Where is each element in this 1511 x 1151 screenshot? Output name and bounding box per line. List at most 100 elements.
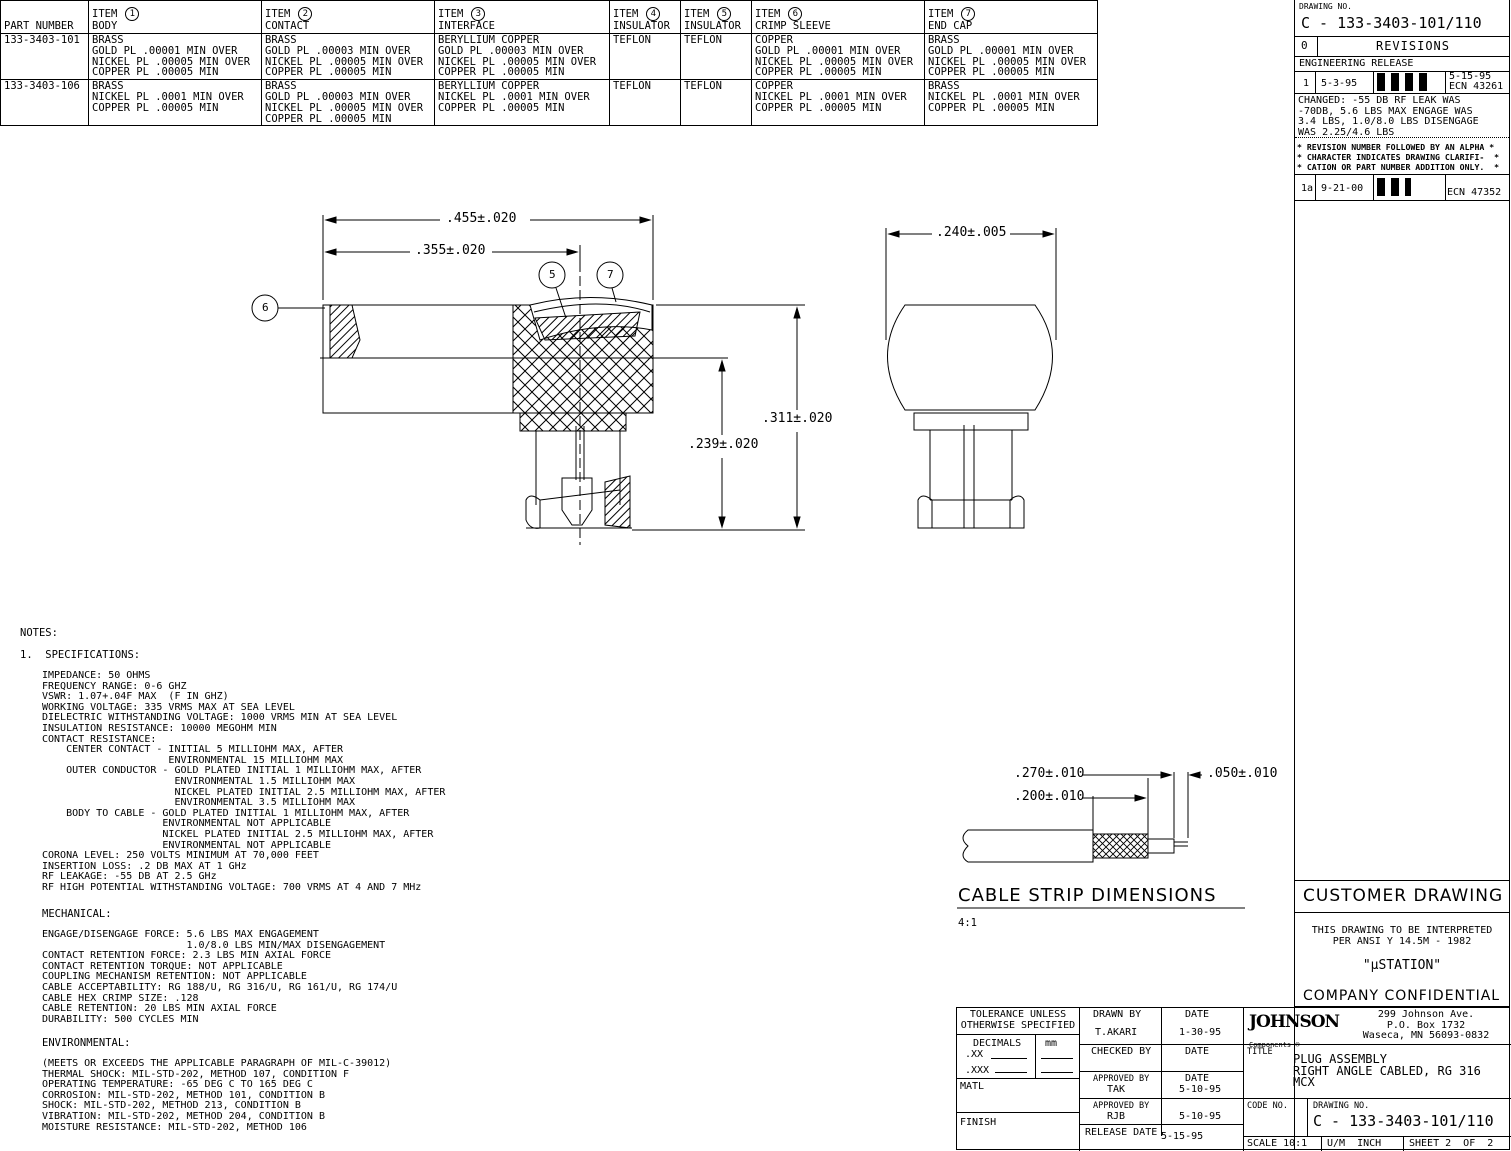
company-name: JOHNSON — [1249, 1012, 1340, 1032]
approved2-date: 5-10-95 — [1179, 1111, 1222, 1122]
material-label: MATL — [960, 1081, 985, 1092]
engineering-release: ENGINEERING RELEASE — [1299, 58, 1414, 69]
table-cell: BRASS NICKEL PL .0001 MIN OVER COPPER PL… — [924, 79, 1098, 127]
mm-label: mm — [1045, 1038, 1058, 1049]
balloon-5 — [538, 261, 566, 289]
approved2-label: APPROVED BY — [1093, 1101, 1150, 1111]
cable-strip-title: CABLE STRIP DIMENSIONS — [958, 885, 1217, 906]
notes-header: NOTES: — [20, 627, 58, 639]
table-row: 133-3403-101 BRASS GOLD PL .00001 MIN OV… — [0, 32, 1098, 81]
title-block: TOLERANCE UNLESS OTHERWISE SPECIFIED DEC… — [956, 1007, 1511, 1151]
cable-dim-1: .270±.010 — [1014, 766, 1085, 781]
dim-side-width: .240±.005 — [936, 225, 1007, 240]
scale-label: SCALE 10:1 — [1247, 1138, 1308, 1149]
approved1: TAK — [1107, 1084, 1126, 1095]
part-number-cell: 133-3403-106 — [0, 79, 89, 127]
drawn-date-label: DATE — [1185, 1009, 1210, 1020]
cable-strip-drawing — [962, 829, 1188, 863]
rev1-date: 5-3-95 — [1321, 78, 1358, 89]
approved2: RJB — [1107, 1111, 1126, 1122]
rev1-date2: 5-15-95 — [1449, 71, 1492, 82]
spec-header: 1. SPECIFICATIONS: — [20, 649, 141, 661]
finish-label: FINISH — [960, 1117, 997, 1128]
approved1-date: 5-10-95 — [1179, 1084, 1222, 1095]
rev1a-date: 9-21-00 — [1321, 183, 1364, 194]
release-date: 5-15-95 — [1161, 1131, 1204, 1142]
side-view — [887, 304, 1053, 529]
part-number-header: PART NUMBER — [0, 0, 89, 34]
table-cell: BRASS GOLD PL .00003 MIN OVER NICKEL PL … — [261, 32, 435, 81]
approved1-date-label: DATE — [1185, 1073, 1210, 1084]
electrical-specs: IMPEDANCE: 50 OHMS FREQUENCY RANGE: 0-6 … — [42, 670, 446, 893]
balloon-label-5: 5 — [549, 268, 556, 281]
balloon-label-7: 7 — [607, 268, 614, 281]
revision-column: DRAWING NO. C - 133-3403-101/110 0 REVIS… — [1294, 0, 1510, 1150]
table-cell: COPPER GOLD PL .00001 MIN OVER NICKEL PL… — [751, 32, 925, 81]
xxx-label: .XXX — [965, 1065, 990, 1076]
company-address: 299 Johnson Ave. P.O. Box 1732 Waseca, M… — [1362, 1009, 1490, 1042]
table-row: 133-3403-106 BRASS NICKEL PL .0001 MIN O… — [0, 79, 1098, 127]
rev1-num: 1 — [1303, 78, 1310, 89]
rev1a-initial-boxes — [1377, 178, 1411, 196]
environmental-header: ENVIRONMENTAL: — [42, 1037, 131, 1049]
front-view — [320, 262, 680, 545]
table-cell: BRASS GOLD PL .00001 MIN OVER NICKEL PL … — [924, 32, 1098, 81]
drawing-no-top: C - 133-3403-101/110 — [1301, 14, 1482, 32]
company-confidential: COMPANY CONFIDENTIAL — [1303, 988, 1501, 1004]
cable-strip-scale: 4:1 — [958, 917, 977, 929]
customer-drawing-title: CUSTOMER DRAWING — [1303, 886, 1504, 906]
sheet-number: SHEET 2 OF 2 — [1409, 1138, 1494, 1149]
release-date-label: RELEASE DATE — [1085, 1127, 1158, 1138]
mechanical-header: MECHANICAL: — [42, 908, 112, 920]
table-cell: TEFLON — [609, 32, 681, 81]
drawing-title: PLUG ASSEMBLY RIGHT ANGLE CABLED, RG 316… — [1293, 1052, 1481, 1089]
rev1-ecn: ECN 43261 — [1449, 81, 1504, 92]
environmental-specs: (MEETS OR EXCEEDS THE APPLICABLE PARAGRA… — [42, 1058, 392, 1133]
rev-level: 0 — [1301, 39, 1308, 52]
rev1-initial-boxes — [1377, 73, 1433, 91]
table-cell: TEFLON — [680, 32, 752, 81]
table-cell: COPPER NICKEL PL .0001 MIN OVER COPPER P… — [751, 79, 925, 127]
drawing-no-label: DRAWING NO. — [1299, 2, 1352, 11]
dim-overall-length: .455±.020 — [446, 211, 517, 226]
drawing-no-bottom: C - 133-3403-101/110 — [1313, 1112, 1494, 1130]
rev-note-text: * REVISION NUMBER FOLLOWED BY AN ALPHA *… — [1297, 142, 1500, 172]
mechanical-specs: ENGAGE/DISENGAGE FORCE: 5.6 LBS MAX ENGA… — [42, 929, 398, 1025]
station-label: "μSTATION" — [1362, 958, 1442, 973]
drawn-by: T.AKARI — [1095, 1027, 1138, 1038]
dim-height-center: .239±.020 — [688, 437, 759, 452]
code-no-label: CODE NO. — [1247, 1101, 1288, 1111]
connector-drawing — [251, 215, 1245, 909]
interpretation-note: THIS DRAWING TO BE INTERPRETED PER ANSI … — [1311, 925, 1493, 947]
table-cell: BERYLLIUM COPPER NICKEL PL .0001 MIN OVE… — [434, 79, 610, 127]
drawing-no-label-bottom: DRAWING NO. — [1313, 1101, 1370, 1111]
revisions-header: REVISIONS — [1375, 39, 1451, 53]
decimals-label: DECIMALS — [973, 1038, 1022, 1049]
balloon-7 — [596, 261, 624, 289]
dim-body-length: .355±.020 — [415, 243, 486, 258]
rev1a-ecn: ECN 47352 — [1447, 187, 1502, 198]
table-cell: BRASS NICKEL PL .0001 MIN OVER COPPER PL… — [88, 79, 262, 127]
title-label: TITLE — [1247, 1047, 1273, 1057]
cable-dim-3: .050±.010 — [1207, 766, 1278, 781]
dim-height-total: .311±.020 — [762, 411, 833, 426]
unit-of-measure: U/M INCH — [1327, 1138, 1382, 1149]
drawn-by-label: DRAWN BY — [1093, 1009, 1142, 1020]
table-cell: BRASS GOLD PL .00003 MIN OVER NICKEL PL … — [261, 79, 435, 127]
rev-change-text: CHANGED: -55 DB RF LEAK WAS -70DB, 5.6 L… — [1298, 95, 1479, 138]
checked-by-label: CHECKED BY — [1091, 1046, 1152, 1057]
company-logo: JOHNSON Components ® — [1249, 1012, 1340, 1049]
xx-label: .XX — [965, 1049, 984, 1060]
balloon-label-6: 6 — [262, 301, 269, 314]
company-sub: Components ® — [1249, 1041, 1300, 1049]
checked-date-label: DATE — [1185, 1046, 1210, 1057]
drawn-date: 1-30-95 — [1179, 1027, 1222, 1038]
table-cell: BRASS GOLD PL .00001 MIN OVER NICKEL PL … — [88, 32, 262, 81]
table-cell: BERYLLIUM COPPER GOLD PL .00003 MIN OVER… — [434, 32, 610, 81]
tolerance-label: TOLERANCE UNLESS OTHERWISE SPECIFIED — [960, 1009, 1076, 1031]
approved1-label: APPROVED BY — [1093, 1074, 1150, 1084]
